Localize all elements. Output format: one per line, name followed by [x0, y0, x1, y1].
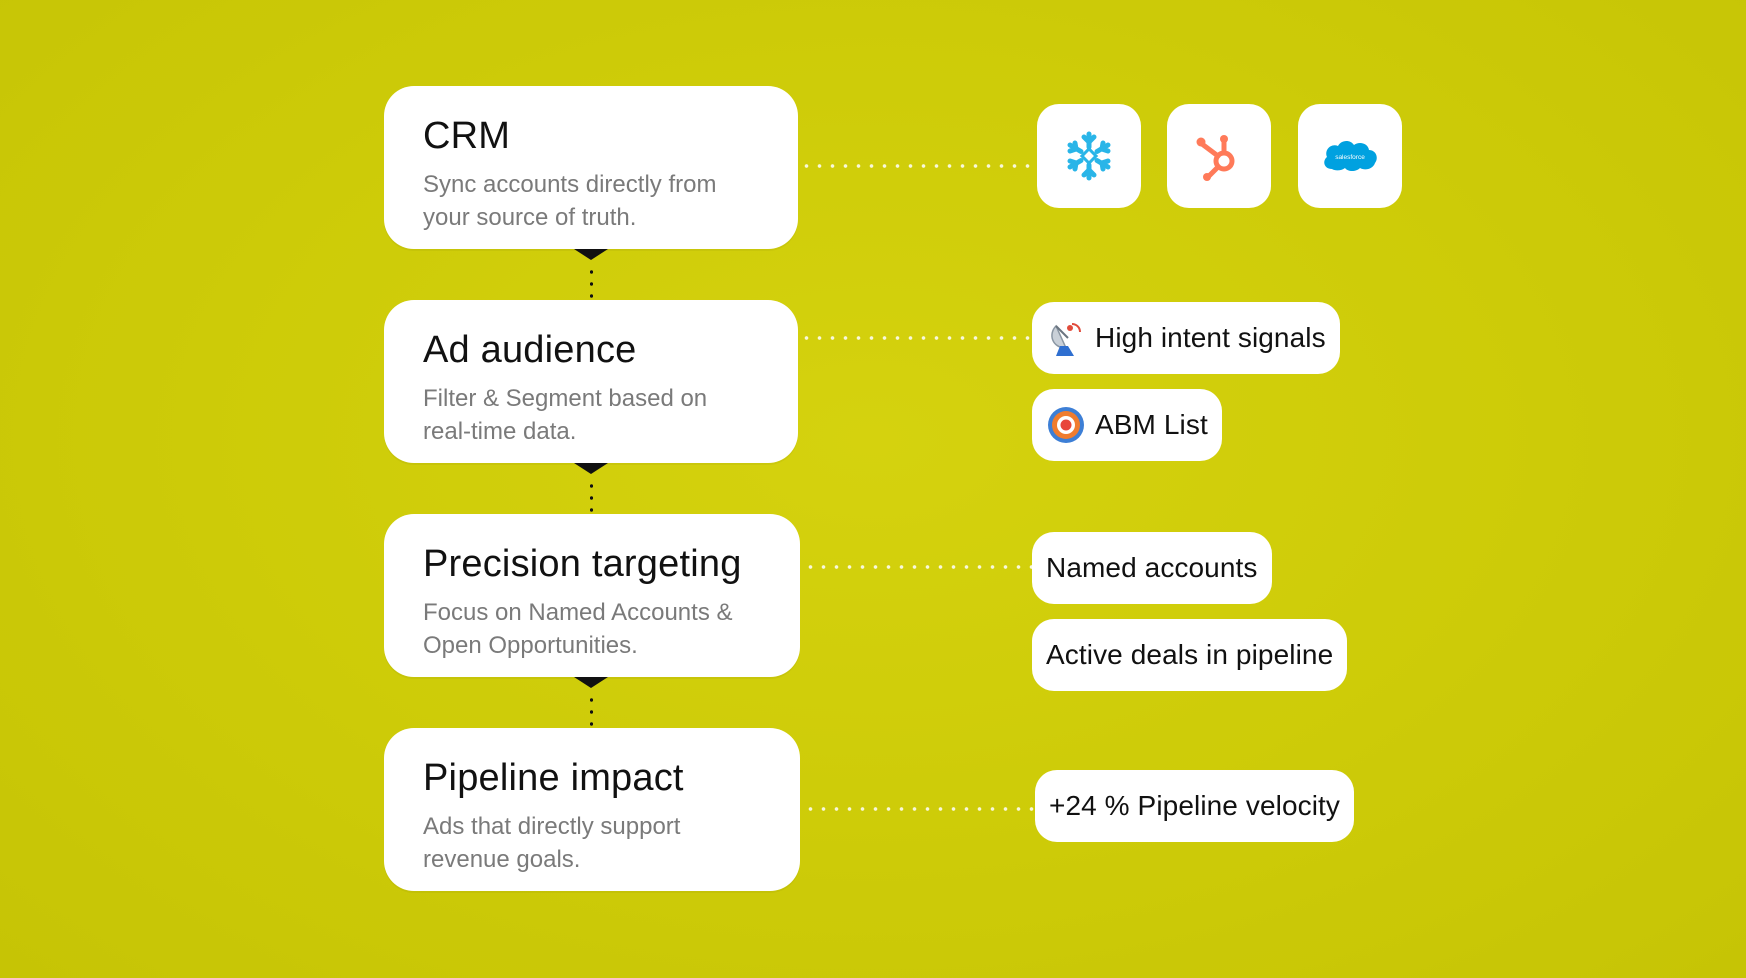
step-title: Pipeline impact: [423, 757, 684, 799]
step-card-pipeline-impact: Pipeline impact Ads that directly suppor…: [384, 728, 800, 891]
hubspot-logo-tile: [1167, 104, 1271, 208]
step-connector: [571, 463, 611, 514]
link-dots-targeting: [804, 565, 1032, 569]
step-description: Ads that directly support revenue goals.: [423, 813, 681, 873]
step-description: Filter & Segment based on real-time data…: [423, 385, 708, 445]
tag-active-deals: Active deals in pipeline: [1032, 619, 1348, 691]
connector-dots: [589, 480, 593, 514]
tag-label: Named accounts: [1046, 552, 1258, 583]
step-connector: [571, 249, 611, 300]
hubspot-icon: [1196, 135, 1235, 181]
connector-dots: [589, 266, 593, 300]
tag-label: ABM List: [1095, 409, 1208, 440]
connector-dots: [589, 694, 593, 728]
tag-pipeline-velocity: +24 % Pipeline velocity: [1035, 770, 1355, 842]
snowflake-icon: [1067, 131, 1111, 181]
step-card-ad-audience: Ad audience Filter & Segment based on re…: [384, 300, 798, 463]
step-card-precision-targeting: Precision targeting Focus on Named Accou…: [384, 514, 800, 677]
tag-label: Active deals in pipeline: [1046, 639, 1334, 670]
snowflake-logo-tile: [1037, 104, 1141, 208]
tag-named-accounts: Named accounts: [1032, 532, 1272, 604]
connector-arrow-icon: [574, 463, 608, 474]
step-title: Precision targeting: [423, 543, 742, 585]
salesforce-logo-tile: salesforce: [1298, 104, 1402, 208]
link-dots-audience: [800, 336, 1032, 340]
salesforce-icon: salesforce: [1324, 140, 1377, 171]
connector-arrow-icon: [574, 249, 608, 260]
tag-label: +24 % Pipeline velocity: [1049, 790, 1341, 821]
step-title: Ad audience: [423, 329, 637, 371]
step-description: Sync accounts directly from your source …: [423, 171, 717, 231]
tag-label: High intent signals: [1095, 322, 1326, 353]
step-card-crm: CRM Sync accounts directly from your sou…: [384, 86, 798, 249]
tag-abm-list: ABM List: [1032, 389, 1222, 461]
satellite-dish-icon: [1046, 318, 1086, 358]
tag-high-intent-signals: High intent signals: [1032, 302, 1340, 374]
salesforce-wordmark: salesforce: [1335, 154, 1365, 161]
step-description: Focus on Named Accounts & Open Opportuni…: [423, 599, 733, 659]
connector-arrow-icon: [574, 677, 608, 688]
step-connector: [571, 677, 611, 728]
step-title: CRM: [423, 115, 511, 157]
link-dots-crm: [800, 164, 1036, 168]
link-dots-impact: [804, 807, 1034, 811]
target-icon: [1046, 405, 1086, 445]
